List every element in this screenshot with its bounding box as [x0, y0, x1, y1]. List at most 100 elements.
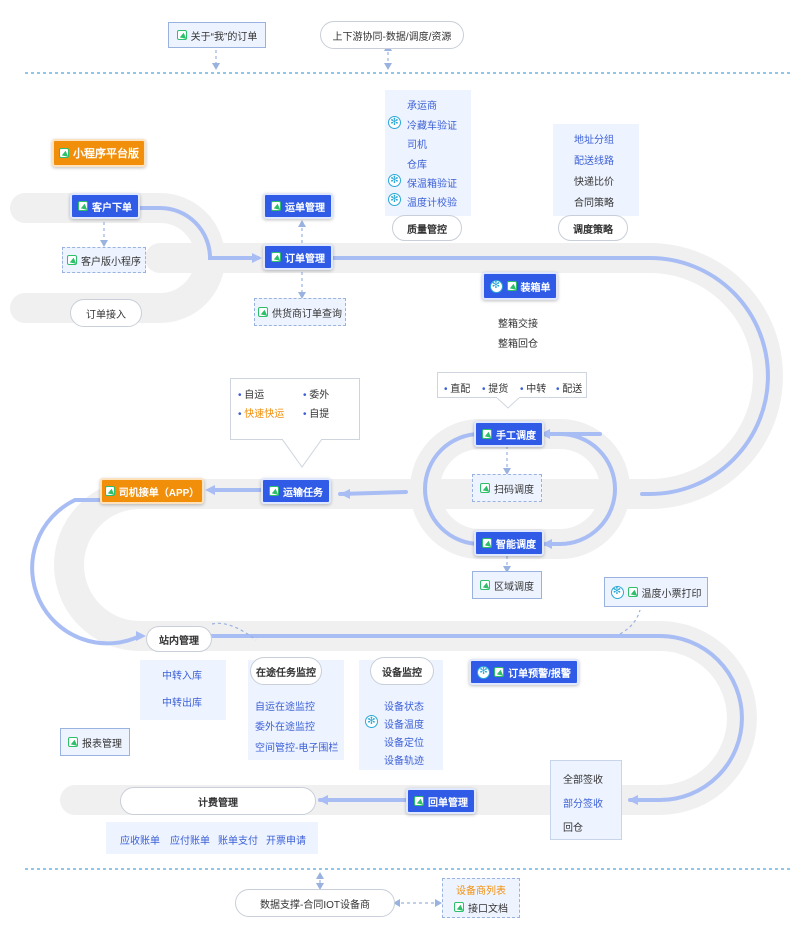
dispatch-strategy-pill[interactable]: 调度策略 — [558, 215, 628, 241]
transit-monitor-pill[interactable]: 在途任务监控 — [250, 657, 322, 685]
snowflake-icon: ✻ — [388, 193, 401, 206]
quality-item: 仓库 — [407, 160, 427, 171]
snowflake-icon: ✻ — [489, 279, 503, 293]
click-icon — [482, 429, 492, 439]
transit-item: 空间管控-电子围栏 — [255, 743, 339, 754]
click-icon — [480, 483, 490, 493]
billing-panel: 应收账单 应付账单 账单支付 开票申请 — [106, 822, 318, 854]
region-dispatch-box[interactable]: 区域调度 — [472, 571, 542, 599]
supplier-order-query-box[interactable]: 供货商订单查询 — [254, 298, 346, 326]
packing-item: 整箱回仓 — [498, 339, 538, 350]
transit-item: 自运在途监控 — [255, 702, 315, 713]
transport-types-callout: • 自运 • 委外 • 快速快运 • 自提 — [230, 378, 360, 440]
snowflake-icon: ✻ — [610, 585, 624, 599]
sign-item: 部分签收 — [563, 799, 603, 810]
device-item: 设备状态 — [384, 702, 424, 713]
click-icon — [104, 486, 115, 496]
data-support-pill[interactable]: 数据支撑-合同IOT设备商 — [235, 889, 395, 917]
click-icon — [494, 667, 505, 677]
sign-panel: 全部签收 部分签收 回仓 — [550, 760, 622, 840]
delivery-mode: • 中转 — [520, 384, 547, 395]
transit-item: 委外在途监控 — [255, 722, 315, 733]
click-icon — [67, 255, 77, 265]
click-icon — [59, 148, 69, 158]
snowflake-icon: ✻ — [388, 174, 401, 187]
order-access-pill[interactable]: 订单接入 — [70, 299, 142, 327]
order-about-me-box[interactable]: 关于“我”的订单 — [168, 22, 266, 48]
delivery-mode: • 配送 — [556, 384, 583, 395]
dispatch-strategy-panel: 地址分组 配送线路 快递比价 合同策略 — [553, 124, 639, 216]
click-icon — [627, 587, 638, 597]
click-icon — [258, 307, 268, 317]
manual-dispatch-button[interactable]: 手工调度 — [474, 421, 544, 447]
quality-control-pill[interactable]: 质量管控 — [392, 215, 462, 241]
station-panel: 中转入库 中转出库 — [140, 660, 226, 720]
packing-list-button[interactable]: ✻ 装箱单 — [482, 272, 558, 300]
order-management-button[interactable]: 订单管理 — [263, 244, 333, 270]
device-vendor-box[interactable]: 设备商列表 接口文档 — [442, 878, 520, 918]
dispatch-item: 合同策略 — [574, 198, 614, 209]
billing-item: 应收账单 — [120, 836, 160, 847]
billing-item: 账单支付 — [218, 836, 258, 847]
mini-program-platform-button[interactable]: 小程序平台版 — [52, 139, 146, 167]
temp-ticket-print-box[interactable]: ✻ 温度小票打印 — [604, 577, 708, 607]
transport-type: • 委外 — [303, 390, 330, 401]
delivery-mode: • 提货 — [482, 384, 509, 395]
waybill-management-button[interactable]: 运单管理 — [263, 193, 333, 219]
click-icon — [482, 538, 492, 548]
transport-type-highlight: • 快速快运 — [238, 409, 285, 420]
snowflake-icon: ✻ — [365, 715, 378, 728]
api-doc-link[interactable]: 接口文档 — [454, 900, 508, 915]
station-management-pill[interactable]: 站内管理 — [146, 626, 212, 652]
click-icon — [271, 252, 281, 262]
device-item: 设备温度 — [384, 720, 424, 731]
transfer-out-item: 中转出库 — [162, 698, 202, 709]
dispatch-item: 配送线路 — [574, 156, 614, 167]
transport-type: • 自运 — [238, 390, 265, 401]
order-alert-button[interactable]: ✻ 订单预警/报警 — [469, 659, 579, 685]
device-vendor-list-link[interactable]: 设备商列表 — [456, 885, 506, 897]
delivery-modes-callout: • 直配 • 提货 • 中转 • 配送 — [437, 372, 587, 398]
transit-monitor-panel: 自运在途监控 委外在途监控 空间管控-电子围栏 — [248, 660, 344, 760]
device-item: 设备轨迹 — [384, 756, 424, 767]
packing-item: 整箱交接 — [498, 319, 538, 330]
click-icon — [176, 30, 187, 40]
click-icon — [271, 201, 281, 211]
click-icon — [506, 281, 517, 291]
customer-order-button[interactable]: 客户下单 — [70, 193, 140, 219]
scan-dispatch-box[interactable]: 扫码调度 — [472, 474, 542, 502]
quality-item: 司机 — [407, 140, 427, 151]
driver-order-button[interactable]: 司机接单（APP） — [100, 478, 204, 504]
quality-item: 温度计校验 — [407, 198, 457, 209]
click-icon — [454, 902, 464, 912]
click-icon — [68, 737, 78, 747]
upstream-downstream-pill[interactable]: 上下游协同-数据/调度/资源 — [320, 21, 464, 49]
quality-item: 承运商 — [407, 101, 437, 112]
smart-dispatch-button[interactable]: 智能调度 — [474, 530, 544, 556]
quality-item: 保温箱验证 — [407, 179, 457, 190]
click-icon — [480, 580, 490, 590]
dispatch-item: 地址分组 — [574, 135, 614, 146]
transport-type: • 自提 — [303, 409, 330, 420]
transfer-in-item: 中转入库 — [162, 671, 202, 682]
report-management-box[interactable]: 报表管理 — [60, 728, 130, 756]
customer-mini-program-box[interactable]: 客户版小程序 — [62, 247, 146, 273]
return-order-button[interactable]: 回单管理 — [406, 788, 476, 814]
delivery-mode: • 直配 — [444, 384, 471, 395]
quality-item: 冷藏车验证 — [407, 121, 457, 132]
billing-management-pill[interactable]: 计费管理 — [120, 787, 316, 815]
device-monitor-pill[interactable]: 设备监控 — [370, 657, 434, 685]
click-icon — [414, 796, 424, 806]
sign-item: 回仓 — [563, 823, 583, 834]
dispatch-item: 快递比价 — [574, 177, 614, 188]
billing-item: 应付账单 — [170, 836, 210, 847]
quality-panel: 承运商 ✻ 冷藏车验证 司机 仓库 ✻ 保温箱验证 ✻ 温度计校验 — [385, 90, 471, 216]
sign-item: 全部签收 — [563, 775, 603, 786]
billing-item: 开票申请 — [266, 836, 306, 847]
device-item: 设备定位 — [384, 738, 424, 749]
transport-task-button[interactable]: 运输任务 — [261, 478, 331, 504]
click-icon — [78, 201, 88, 211]
callout-pointer — [282, 439, 322, 468]
snowflake-icon: ✻ — [477, 665, 491, 679]
